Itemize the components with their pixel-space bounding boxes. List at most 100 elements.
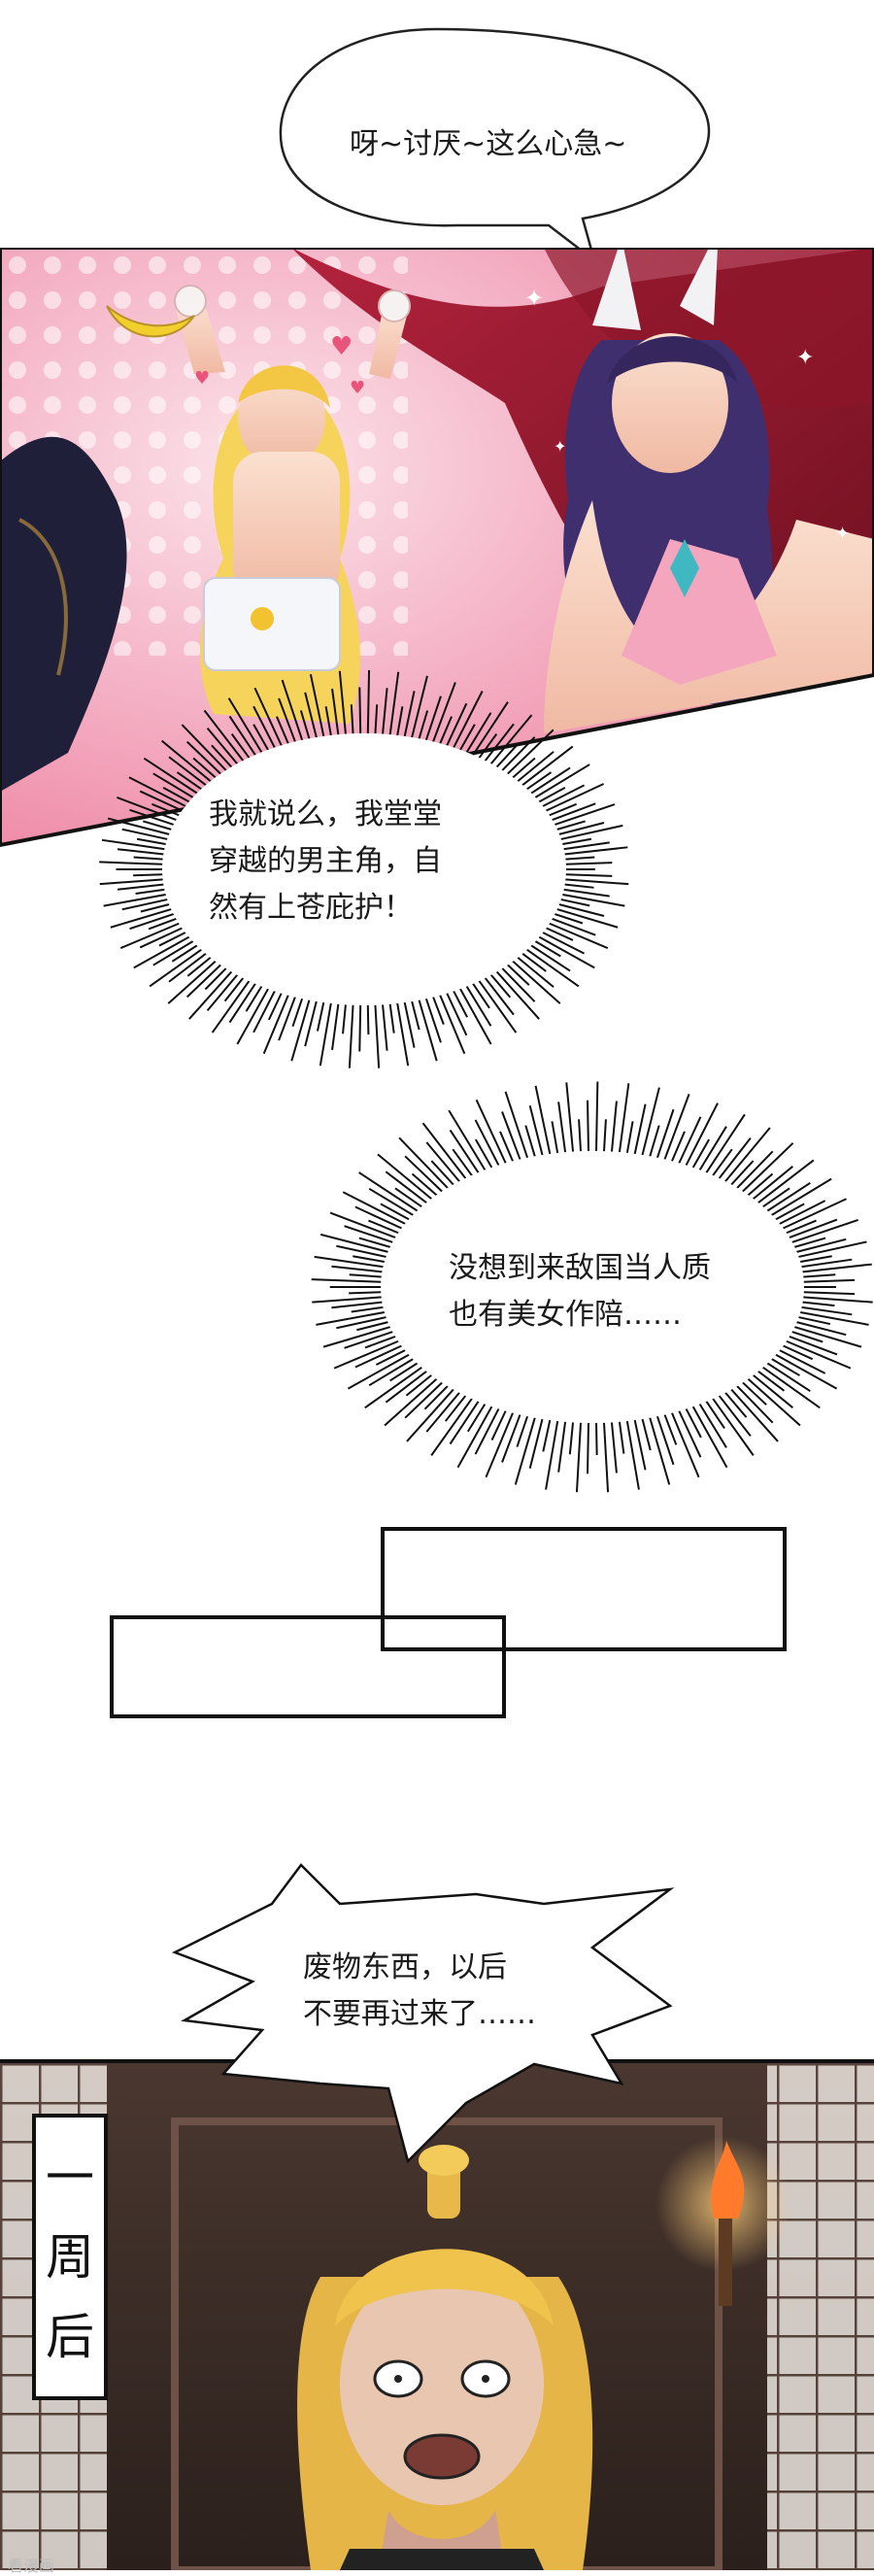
burst-ray bbox=[176, 771, 205, 793]
burst-ray bbox=[798, 1263, 872, 1273]
burst-ray bbox=[561, 878, 629, 886]
burst-ray bbox=[324, 706, 333, 738]
burst-ray bbox=[168, 950, 210, 983]
burst-ray bbox=[775, 1347, 826, 1374]
burst-ray bbox=[252, 988, 278, 1034]
burst-ray bbox=[690, 1403, 728, 1469]
burst-ray bbox=[797, 1258, 853, 1269]
burst-ray bbox=[483, 723, 515, 764]
burst-ray bbox=[464, 983, 492, 1027]
burst-ray bbox=[388, 671, 400, 738]
burst-ray bbox=[575, 1419, 583, 1493]
burst-ray bbox=[160, 739, 215, 785]
burst-ray bbox=[438, 716, 453, 747]
burst-ray bbox=[253, 687, 284, 749]
burst-ray bbox=[464, 712, 492, 756]
burst-ray bbox=[368, 1219, 403, 1236]
burst-ray bbox=[151, 802, 184, 818]
burst-ray bbox=[557, 1102, 567, 1156]
burst-ray bbox=[394, 1187, 425, 1210]
burst-ray bbox=[342, 1001, 348, 1034]
burst-ray bbox=[618, 1418, 625, 1454]
burst-ray bbox=[444, 1392, 469, 1422]
burst-ray bbox=[206, 728, 240, 767]
burst-ray bbox=[181, 724, 229, 774]
burst-ray bbox=[311, 1278, 386, 1283]
svg-text:♥: ♥ bbox=[194, 368, 210, 389]
burst-ray bbox=[368, 1356, 417, 1387]
time-skip-caption-text: 一 周 后 bbox=[46, 2149, 94, 2365]
burst-ray bbox=[662, 1411, 678, 1445]
burst-ray bbox=[779, 1198, 847, 1232]
burst-ray bbox=[697, 1126, 727, 1173]
burst-ray bbox=[223, 974, 246, 1002]
burst-ray bbox=[474, 1406, 501, 1455]
burst-ray bbox=[797, 1305, 853, 1316]
burst-ray bbox=[384, 1375, 440, 1427]
burst-ray bbox=[374, 704, 379, 737]
burst-ray bbox=[117, 848, 168, 856]
burst-ray bbox=[445, 990, 468, 1036]
burst-ray bbox=[677, 1116, 702, 1167]
burst-ray bbox=[452, 1148, 475, 1179]
burst-ray bbox=[535, 933, 595, 969]
burst-ray bbox=[750, 1372, 793, 1408]
svg-text:♥: ♥ bbox=[330, 332, 353, 361]
burst-ray bbox=[772, 1351, 838, 1390]
burst-ray bbox=[565, 1082, 575, 1155]
burst-ray bbox=[457, 724, 476, 754]
burst-ray bbox=[493, 968, 540, 1020]
burst-ray bbox=[99, 861, 167, 865]
spiky-speech-text: 废物东西，以后 不要再过来了…… bbox=[303, 1950, 536, 2031]
burst-ray bbox=[755, 1159, 815, 1206]
burst-ray bbox=[356, 1320, 392, 1332]
burst-ray bbox=[487, 714, 533, 767]
burst-ray bbox=[602, 1119, 607, 1155]
spiky-speech-bubble bbox=[171, 1863, 675, 2164]
burst-ray bbox=[139, 790, 186, 814]
burst-ray bbox=[475, 1138, 494, 1171]
burst-ray bbox=[299, 710, 312, 742]
burst-ray bbox=[364, 1334, 400, 1349]
burst-ray bbox=[304, 692, 319, 740]
burst-ray bbox=[499, 965, 536, 1002]
burst-ray bbox=[101, 838, 169, 851]
burst-ray bbox=[424, 695, 442, 743]
empty-frame-bottom bbox=[110, 1615, 506, 1718]
burst-ray bbox=[354, 1205, 406, 1232]
burst-ray bbox=[385, 1368, 430, 1404]
burst-ray bbox=[499, 736, 536, 774]
burst-ray bbox=[333, 1339, 403, 1370]
burst-ray bbox=[792, 1237, 847, 1254]
burst-ray bbox=[366, 1002, 370, 1034]
burst-ray bbox=[406, 1386, 456, 1442]
burst-ray bbox=[490, 1407, 508, 1441]
burst-ray bbox=[551, 911, 584, 925]
burst-ray bbox=[545, 1418, 559, 1490]
burst-ray bbox=[405, 1372, 435, 1397]
burst-ray bbox=[448, 1109, 487, 1173]
burst-ray bbox=[451, 691, 484, 751]
burst-ray bbox=[516, 1413, 529, 1447]
burst-ray bbox=[410, 999, 420, 1031]
burst-ray bbox=[358, 687, 362, 736]
burst-ray bbox=[281, 679, 304, 743]
burst-ray bbox=[531, 763, 590, 800]
burst-ray bbox=[504, 962, 530, 986]
burst-ray bbox=[380, 1203, 413, 1223]
burst-ray bbox=[278, 994, 297, 1041]
burst-ray bbox=[404, 1379, 446, 1419]
burst-ray bbox=[139, 925, 186, 949]
burst-ray bbox=[476, 977, 518, 1034]
burst-ray bbox=[553, 907, 619, 929]
burst-ray bbox=[206, 971, 240, 1011]
burst-ray bbox=[556, 824, 623, 841]
burst-ray bbox=[509, 757, 536, 781]
burst-ray bbox=[528, 1105, 545, 1158]
burst-ray bbox=[262, 992, 290, 1055]
burst-ray bbox=[353, 1255, 389, 1264]
burst-ray bbox=[788, 1329, 824, 1343]
burst-ray bbox=[152, 938, 197, 966]
burst-ray bbox=[211, 977, 252, 1034]
burst-ray bbox=[488, 971, 512, 999]
